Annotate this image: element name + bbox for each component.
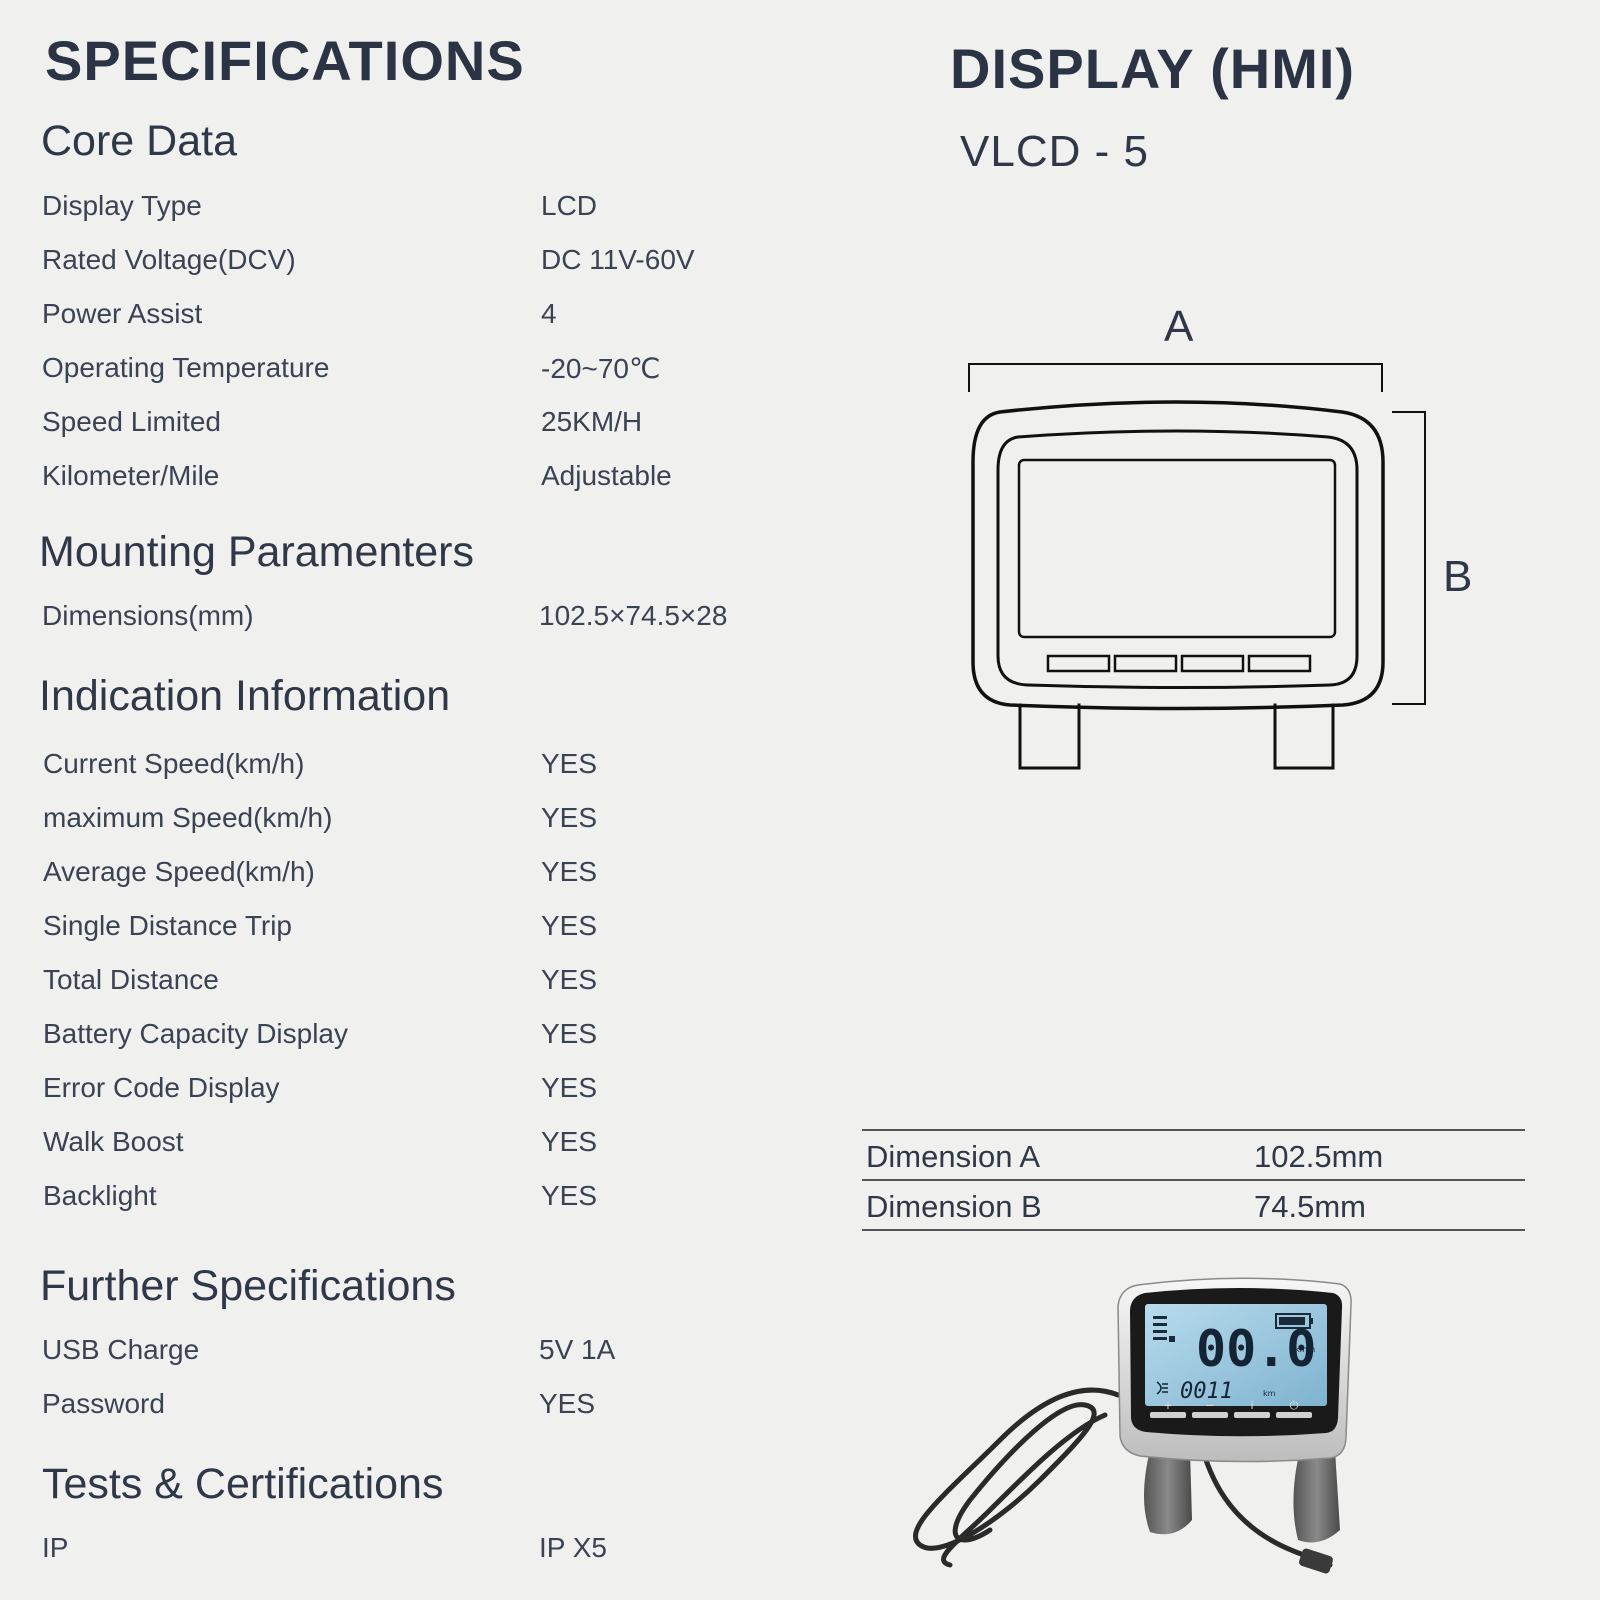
spec-value: YES [539,1388,596,1419]
handlebar-clamp-left [1144,1450,1192,1535]
spec-value: YES [541,748,598,779]
headlight-icon [1156,1381,1168,1395]
specifications-title: SPECIFICATIONS [45,29,525,92]
spec-value: DC 11V-60V [541,244,695,275]
spec-value: YES [541,1072,598,1103]
spec-value: YES [541,1180,598,1211]
spec-label: Speed Limited [42,406,222,437]
button-slot [1113,654,1178,673]
section-heading-further: Further Specifications [40,1262,456,1310]
spec-label: Rated Voltage(DCV) [42,244,296,275]
lcd-screen [1145,1304,1327,1406]
cable-plug [1299,1548,1333,1574]
spec-label: Password [42,1388,165,1419]
section-heading-indication: Indication Information [39,672,451,720]
power-icon: ⏻ [1290,1399,1299,1412]
lcd-speed: 00.0 [1196,1320,1316,1378]
spec-label: Walk Boost [43,1126,184,1157]
spec-label: Error Code Display [43,1072,280,1103]
spec-value: 5V 1A [539,1334,616,1365]
spec-label: Current Speed(km/h) [43,748,305,779]
spec-value: YES [541,856,598,887]
plus-button [1150,1412,1186,1418]
mount-leg-left [1018,703,1081,770]
spec-label: Display Type [42,190,202,221]
lcd-odometer: 0011 [1180,1379,1233,1404]
display-model: VLCD - 5 [960,127,1149,176]
spec-value: Adjustable [541,460,672,491]
dimension-row: Dimension A 102.5mm [862,1129,1525,1179]
section-heading-core: Core Data [41,117,237,165]
display-inner-bezel [996,429,1359,689]
lcd-speed-unit: km/h [1295,1345,1315,1354]
dimension-label: Dimension B [866,1189,1042,1224]
info-button [1234,1412,1270,1418]
info-icon: i [1250,1399,1253,1412]
spec-label: Backlight [43,1180,157,1211]
dimension-value: 74.5mm [1254,1189,1366,1224]
plus-icon: + [1163,1399,1172,1412]
spec-value: 25KM/H [541,406,643,437]
spec-label: Operating Temperature [42,352,330,383]
dimension-a-letter: A [1164,302,1194,351]
dimension-table: Dimension A 102.5mm Dimension B 74.5mm [862,1129,1525,1231]
mount-leg-right [1273,703,1335,770]
dimension-a-bracket [968,363,1383,392]
spec-value: LCD [541,190,598,221]
spec-value: -20~70℃ [541,353,661,384]
minus-icon: − [1205,1399,1214,1412]
spec-label: Power Assist [42,298,203,329]
spec-label: Kilometer/Mile [42,460,220,491]
spec-label: Battery Capacity Display [43,1018,349,1049]
spec-label: maximum Speed(km/h) [43,802,333,833]
dimension-b-bracket [1392,411,1426,705]
spec-value: YES [541,802,598,833]
section-heading-mounting: Mounting Paramenters [39,528,474,576]
spec-value: YES [541,1126,598,1157]
spec-value: 4 [541,298,557,329]
product-photo: 00.0 km/h 0011 km + − i ⏻ [913,1277,1352,1574]
handlebar-clamp-right [1293,1450,1340,1543]
spec-label: Dimensions(mm) [42,600,254,631]
spec-label: Total Distance [43,964,219,995]
button-row [1150,1412,1312,1418]
dimension-label: Dimension A [866,1139,1041,1174]
button-slot [1046,654,1111,673]
spec-value: YES [541,910,598,941]
dimension-b-letter: B [1443,552,1473,601]
display-screen [1017,458,1337,639]
minus-button [1192,1412,1228,1418]
spec-label: USB Charge [42,1334,200,1365]
display-outline-diagram [968,363,1426,770]
spec-value: YES [541,964,598,995]
dimension-value: 102.5mm [1254,1139,1384,1174]
display-title: DISPLAY (HMI) [950,37,1356,100]
assist-level-icon [1153,1316,1175,1342]
button-slot [1247,654,1312,673]
spec-value: IP X5 [539,1532,607,1563]
spec-label: Average Speed(km/h) [43,856,315,887]
section-heading-tests: Tests & Certifications [42,1460,444,1508]
display-outer-body [971,400,1385,711]
button-slot [1180,654,1245,673]
spec-label: Single Distance Trip [43,910,293,941]
lcd-odometer-unit: km [1263,1389,1276,1398]
dimension-row: Dimension B 74.5mm [862,1179,1525,1231]
power-button [1276,1412,1312,1418]
spec-value: 102.5×74.5×28 [539,600,728,631]
spec-value: YES [541,1018,598,1049]
spec-label: IP [42,1532,69,1563]
